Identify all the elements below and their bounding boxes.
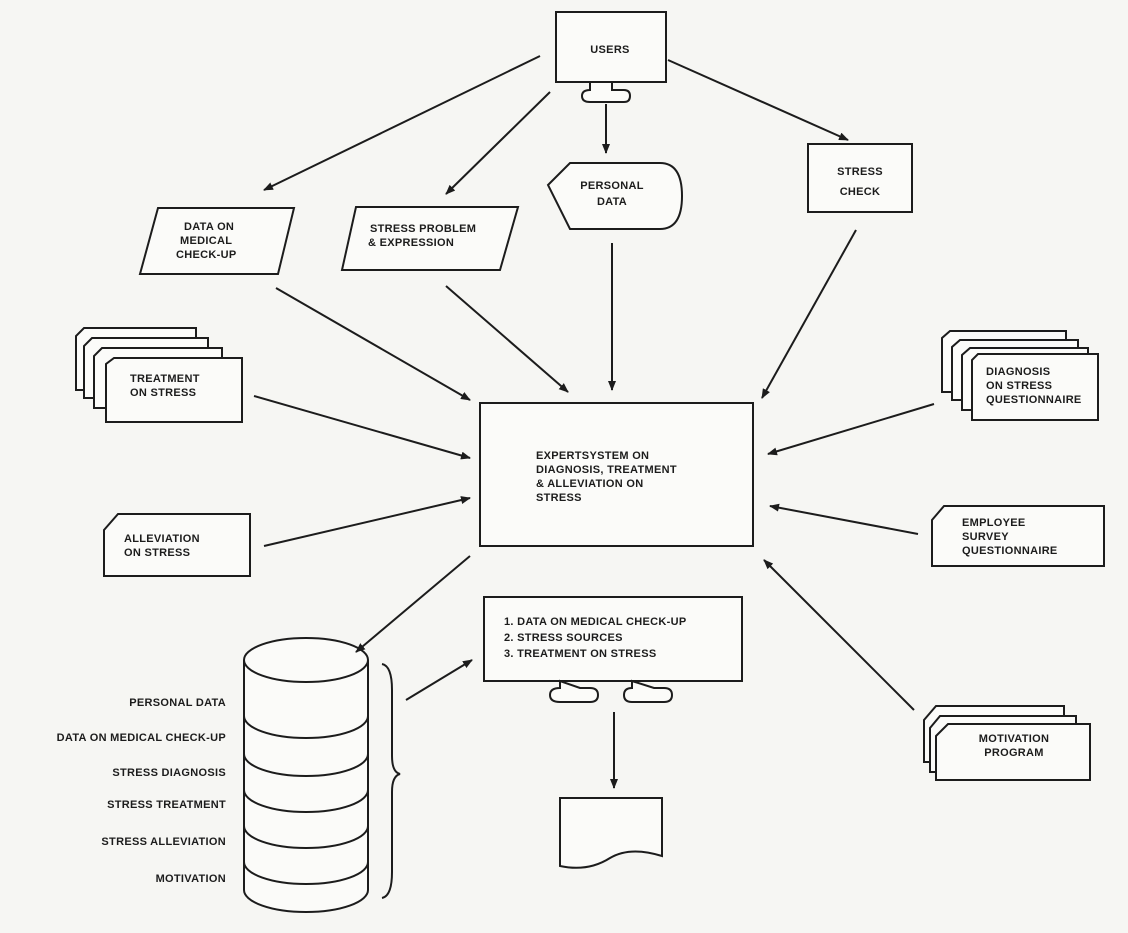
- diagnosis-label-2: ON STRESS: [986, 380, 1052, 392]
- db-layer-personal-data: PERSONAL DATA: [129, 697, 226, 709]
- expert-system-box: EXPERTSYSTEM ON DIAGNOSIS, TREATMENT & A…: [479, 402, 754, 547]
- arrow-users-to-medical: [263, 55, 541, 191]
- users-terminal: USERS: [555, 11, 667, 103]
- stress-check-label-1: STRESS: [837, 166, 883, 178]
- personal-data-label-2: DATA: [597, 196, 627, 208]
- treatment-label-2: ON STRESS: [130, 387, 196, 399]
- medical-checkup-label-3: CHECK-UP: [176, 249, 236, 261]
- arrow-users-to-stress-problem: [445, 91, 551, 195]
- output-item-3: 3. TREATMENT ON STRESS: [504, 648, 656, 660]
- arrow-alleviation-to-expert: [263, 496, 471, 547]
- db-layer-medical-checkup: DATA ON MEDICAL CHECK-UP: [57, 732, 226, 744]
- diagnosis-document-stack: DIAGNOSIS ON STRESS QUESTIONNAIRE: [941, 330, 1099, 421]
- output-item-2: 2. STRESS SOURCES: [504, 632, 623, 644]
- db-layer-motivation: MOTIVATION: [156, 873, 226, 885]
- employee-survey-card: EMPLOYEE SURVEY QUESTIONNAIRE: [931, 505, 1105, 567]
- expert-system-label-2: DIAGNOSIS, TREATMENT: [536, 464, 677, 476]
- employee-survey-label-2: SURVEY: [962, 531, 1009, 543]
- arrow-medical-to-expert: [275, 287, 471, 401]
- arrow-stress-check-to-expert: [761, 229, 857, 399]
- personal-data-display: PERSONAL DATA: [546, 162, 684, 230]
- motivation-program-stack: MOTIVATION PROGRAM: [923, 705, 1091, 781]
- stress-problem-label-2: & EXPRESSION: [368, 237, 454, 249]
- medical-checkup-label-2: MEDICAL: [180, 235, 232, 247]
- arrow-motivation-to-expert: [763, 559, 915, 711]
- diagnosis-label-1: DIAGNOSIS: [986, 366, 1050, 378]
- arrow-survey-to-expert: [769, 503, 919, 535]
- database-cylinder: [243, 637, 369, 913]
- arrow-users-to-stress-check: [667, 59, 849, 141]
- alleviation-card: ALLEVIATION ON STRESS: [103, 513, 251, 577]
- expert-system-label-1: EXPERTSYSTEM ON: [536, 450, 649, 462]
- motivation-label-2: PROGRAM: [984, 747, 1044, 759]
- arrow-stress-problem-to-expert: [445, 285, 569, 393]
- arrow-database-to-output: [405, 659, 473, 701]
- users-label: USERS: [590, 44, 629, 56]
- employee-survey-label-1: EMPLOYEE: [962, 517, 1026, 529]
- diagnosis-label-3: QUESTIONNAIRE: [986, 394, 1082, 406]
- stress-problem-input: STRESS PROBLEM & EXPRESSION: [340, 206, 520, 271]
- output-item-1: 1. DATA ON MEDICAL CHECK-UP: [504, 616, 686, 628]
- treatment-label-1: TREATMENT: [130, 373, 200, 385]
- output-terminal: 1. DATA ON MEDICAL CHECK-UP 2. STRESS SO…: [483, 596, 743, 703]
- arrow-diagnosis-to-expert: [767, 403, 935, 456]
- personal-data-label-1: PERSONAL: [580, 180, 644, 192]
- db-layer-stress-diagnosis: STRESS DIAGNOSIS: [112, 767, 226, 779]
- arrow-treatment-to-expert: [253, 395, 471, 460]
- printed-report-document: [559, 797, 663, 869]
- medical-checkup-label-1: DATA ON: [184, 221, 234, 233]
- expert-system-label-4: STRESS: [536, 492, 582, 504]
- employee-survey-label-3: QUESTIONNAIRE: [962, 545, 1058, 557]
- motivation-label-1: MOTIVATION: [979, 733, 1049, 745]
- database-brace: [381, 663, 401, 899]
- flow-arrows: [253, 55, 935, 789]
- stress-problem-label-1: STRESS PROBLEM: [370, 223, 476, 235]
- alleviation-label-1: ALLEVIATION: [124, 533, 200, 545]
- db-layer-stress-alleviation: STRESS ALLEVIATION: [101, 836, 226, 848]
- expert-system-label-3: & ALLEVIATION ON: [536, 478, 643, 490]
- database-layer-labels: PERSONAL DATA DATA ON MEDICAL CHECK-UP S…: [57, 697, 226, 885]
- alleviation-label-2: ON STRESS: [124, 547, 190, 559]
- stress-check-label-2: CHECK: [840, 186, 881, 198]
- db-layer-stress-treatment: STRESS TREATMENT: [107, 799, 226, 811]
- treatment-document-stack: TREATMENT ON STRESS: [75, 327, 243, 423]
- medical-checkup-input: DATA ON MEDICAL CHECK-UP: [138, 207, 296, 275]
- arrow-expert-to-database: [355, 555, 471, 653]
- stress-check-box: STRESS CHECK: [807, 143, 913, 213]
